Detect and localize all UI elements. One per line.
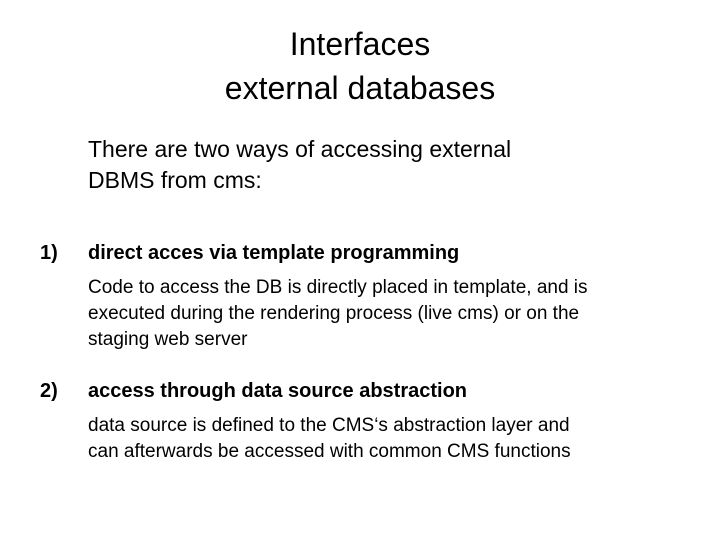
item-1-body-line-1: Code to access the DB is directly placed… bbox=[88, 277, 588, 298]
item-2-title: access through data source abstraction bbox=[88, 380, 468, 402]
intro-paragraph: There are two ways of accessing external… bbox=[88, 134, 648, 196]
intro-line-2: DBMS from cms: bbox=[88, 167, 262, 193]
list-item: 2) access through data source abstractio… bbox=[40, 378, 700, 465]
item-1-title: direct acces via template programming bbox=[88, 242, 460, 264]
slide-title: Interfaces external databases bbox=[0, 22, 720, 110]
item-2-body-line-2: can afterwards be accessed with common C… bbox=[88, 441, 571, 462]
item-1-heading-row: 1) direct acces via template programming bbox=[40, 240, 700, 267]
item-1-body-line-3: staging web server bbox=[88, 329, 248, 350]
item-2-number: 2) bbox=[40, 380, 58, 402]
item-2-body-line-1: data source is defined to the CMS‘s abst… bbox=[88, 415, 570, 436]
title-line-1: Interfaces bbox=[289, 26, 431, 62]
item-2-body: data source is defined to the CMS‘s abst… bbox=[88, 413, 700, 465]
item-2-heading-row: 2) access through data source abstractio… bbox=[40, 378, 700, 405]
intro-line-1: There are two ways of accessing external bbox=[88, 136, 512, 162]
item-1-body-line-2: executed during the rendering process (l… bbox=[88, 303, 580, 324]
list-item: 1) direct acces via template programming… bbox=[40, 240, 700, 353]
title-line-2: external databases bbox=[224, 70, 496, 106]
item-1-number: 1) bbox=[40, 242, 58, 264]
item-1-body: Code to access the DB is directly placed… bbox=[88, 275, 700, 353]
